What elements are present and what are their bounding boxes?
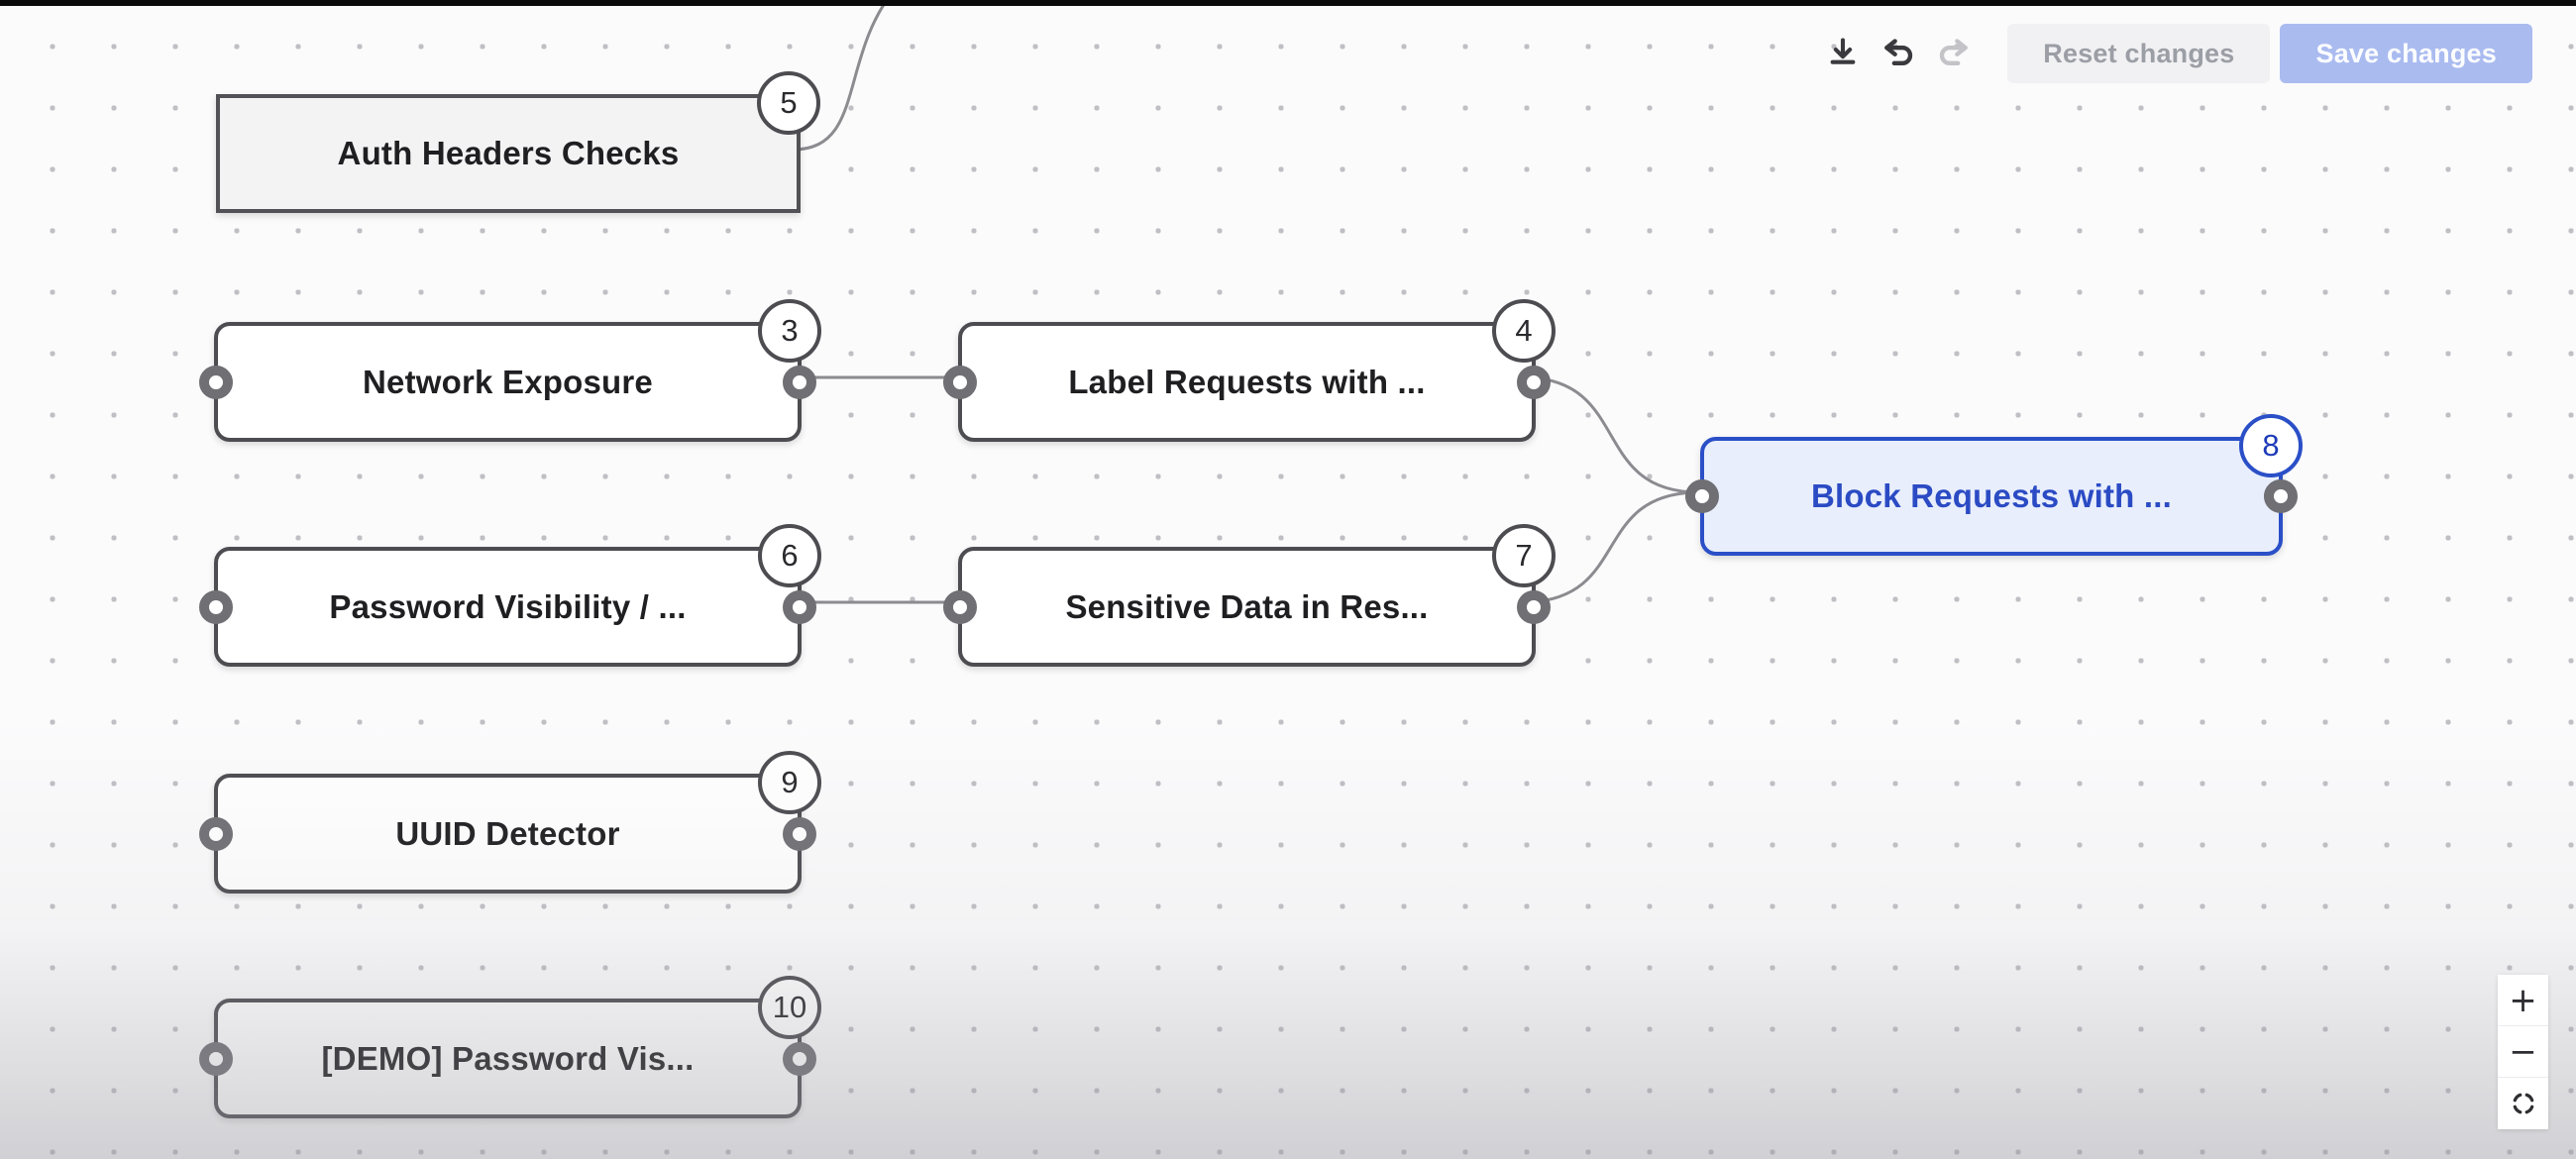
output-handle[interactable] [783, 1041, 816, 1076]
node-demo-password[interactable]: [DEMO] Password Vis... 10 [199, 976, 821, 1118]
node-label-requests[interactable]: Label Requests with ... 4 [943, 299, 1556, 442]
node-label: Label Requests with ... [1068, 363, 1426, 400]
node-order-badge: 10 [758, 976, 821, 1039]
input-handle[interactable] [199, 816, 233, 851]
download-button[interactable] [1815, 22, 1871, 85]
minus-icon: − [2509, 1031, 2537, 1072]
node-order-badge: 3 [758, 299, 821, 363]
fit-view-icon [2513, 1093, 2533, 1114]
node-order-badge: 4 [1492, 299, 1556, 363]
node-label: [DEMO] Password Vis... [321, 1039, 695, 1077]
zoom-controls: + − [2498, 975, 2548, 1129]
zoom-out-button[interactable]: − [2498, 1026, 2548, 1078]
redo-icon [1940, 39, 1969, 65]
node-order-badge: 5 [757, 71, 820, 135]
node-label: Block Requests with ... [1810, 477, 2172, 514]
node-uuid-detector[interactable]: UUID Detector 9 [199, 751, 821, 894]
node-block-requests[interactable]: Block Requests with ... 8 [1685, 414, 2303, 556]
undo-icon [1884, 39, 1913, 65]
node-network-exposure[interactable]: Network Exposure 3 [199, 299, 821, 442]
node-order-badge: 8 [2239, 414, 2303, 477]
node-label: Password Visibility / ... [329, 587, 687, 625]
fit-view-button[interactable] [2498, 1078, 2548, 1129]
edge-label-to-block[interactable] [1528, 375, 1699, 494]
letterbox-bar [0, 0, 2576, 6]
node-order-badge: 7 [1492, 524, 1556, 587]
input-handle[interactable] [943, 365, 977, 399]
undo-button[interactable] [1871, 22, 1926, 85]
download-icon [1830, 38, 1856, 64]
node-label: Network Exposure [363, 363, 653, 400]
output-handle[interactable] [2264, 479, 2298, 513]
node-label: UUID Detector [395, 814, 620, 852]
input-handle[interactable] [199, 365, 233, 399]
reset-changes-button[interactable]: Reset changes [2007, 24, 2271, 83]
node-sensitive-data[interactable]: Sensitive Data in Res... 7 [943, 524, 1556, 667]
zoom-in-button[interactable]: + [2498, 975, 2548, 1026]
input-handle[interactable] [943, 589, 977, 624]
top-toolbar: Reset changes Save changes [1815, 22, 2532, 85]
node-label: Sensitive Data in Res... [1065, 587, 1429, 625]
output-handle[interactable] [783, 365, 816, 399]
input-handle[interactable] [1685, 479, 1719, 513]
output-handle[interactable] [783, 816, 816, 851]
node-password-visibility[interactable]: Password Visibility / ... 6 [199, 524, 821, 667]
node-auth-headers-checks[interactable]: Auth Headers Checks 5 [216, 71, 820, 213]
output-handle[interactable] [783, 589, 816, 624]
node-order-badge: 9 [758, 751, 821, 814]
input-handle[interactable] [199, 1041, 233, 1076]
save-changes-button[interactable]: Save changes [2280, 24, 2532, 83]
redo-button[interactable] [1926, 22, 1982, 85]
edge-sensitive-to-block[interactable] [1528, 490, 1699, 604]
output-handle[interactable] [1517, 365, 1551, 399]
plus-icon: + [2509, 980, 2537, 1020]
node-order-badge: 6 [758, 524, 821, 587]
output-handle[interactable] [1517, 589, 1551, 624]
input-handle[interactable] [199, 589, 233, 624]
node-label: Auth Headers Checks [337, 135, 680, 171]
edge-offscreen-to-auth[interactable] [792, 0, 896, 152]
